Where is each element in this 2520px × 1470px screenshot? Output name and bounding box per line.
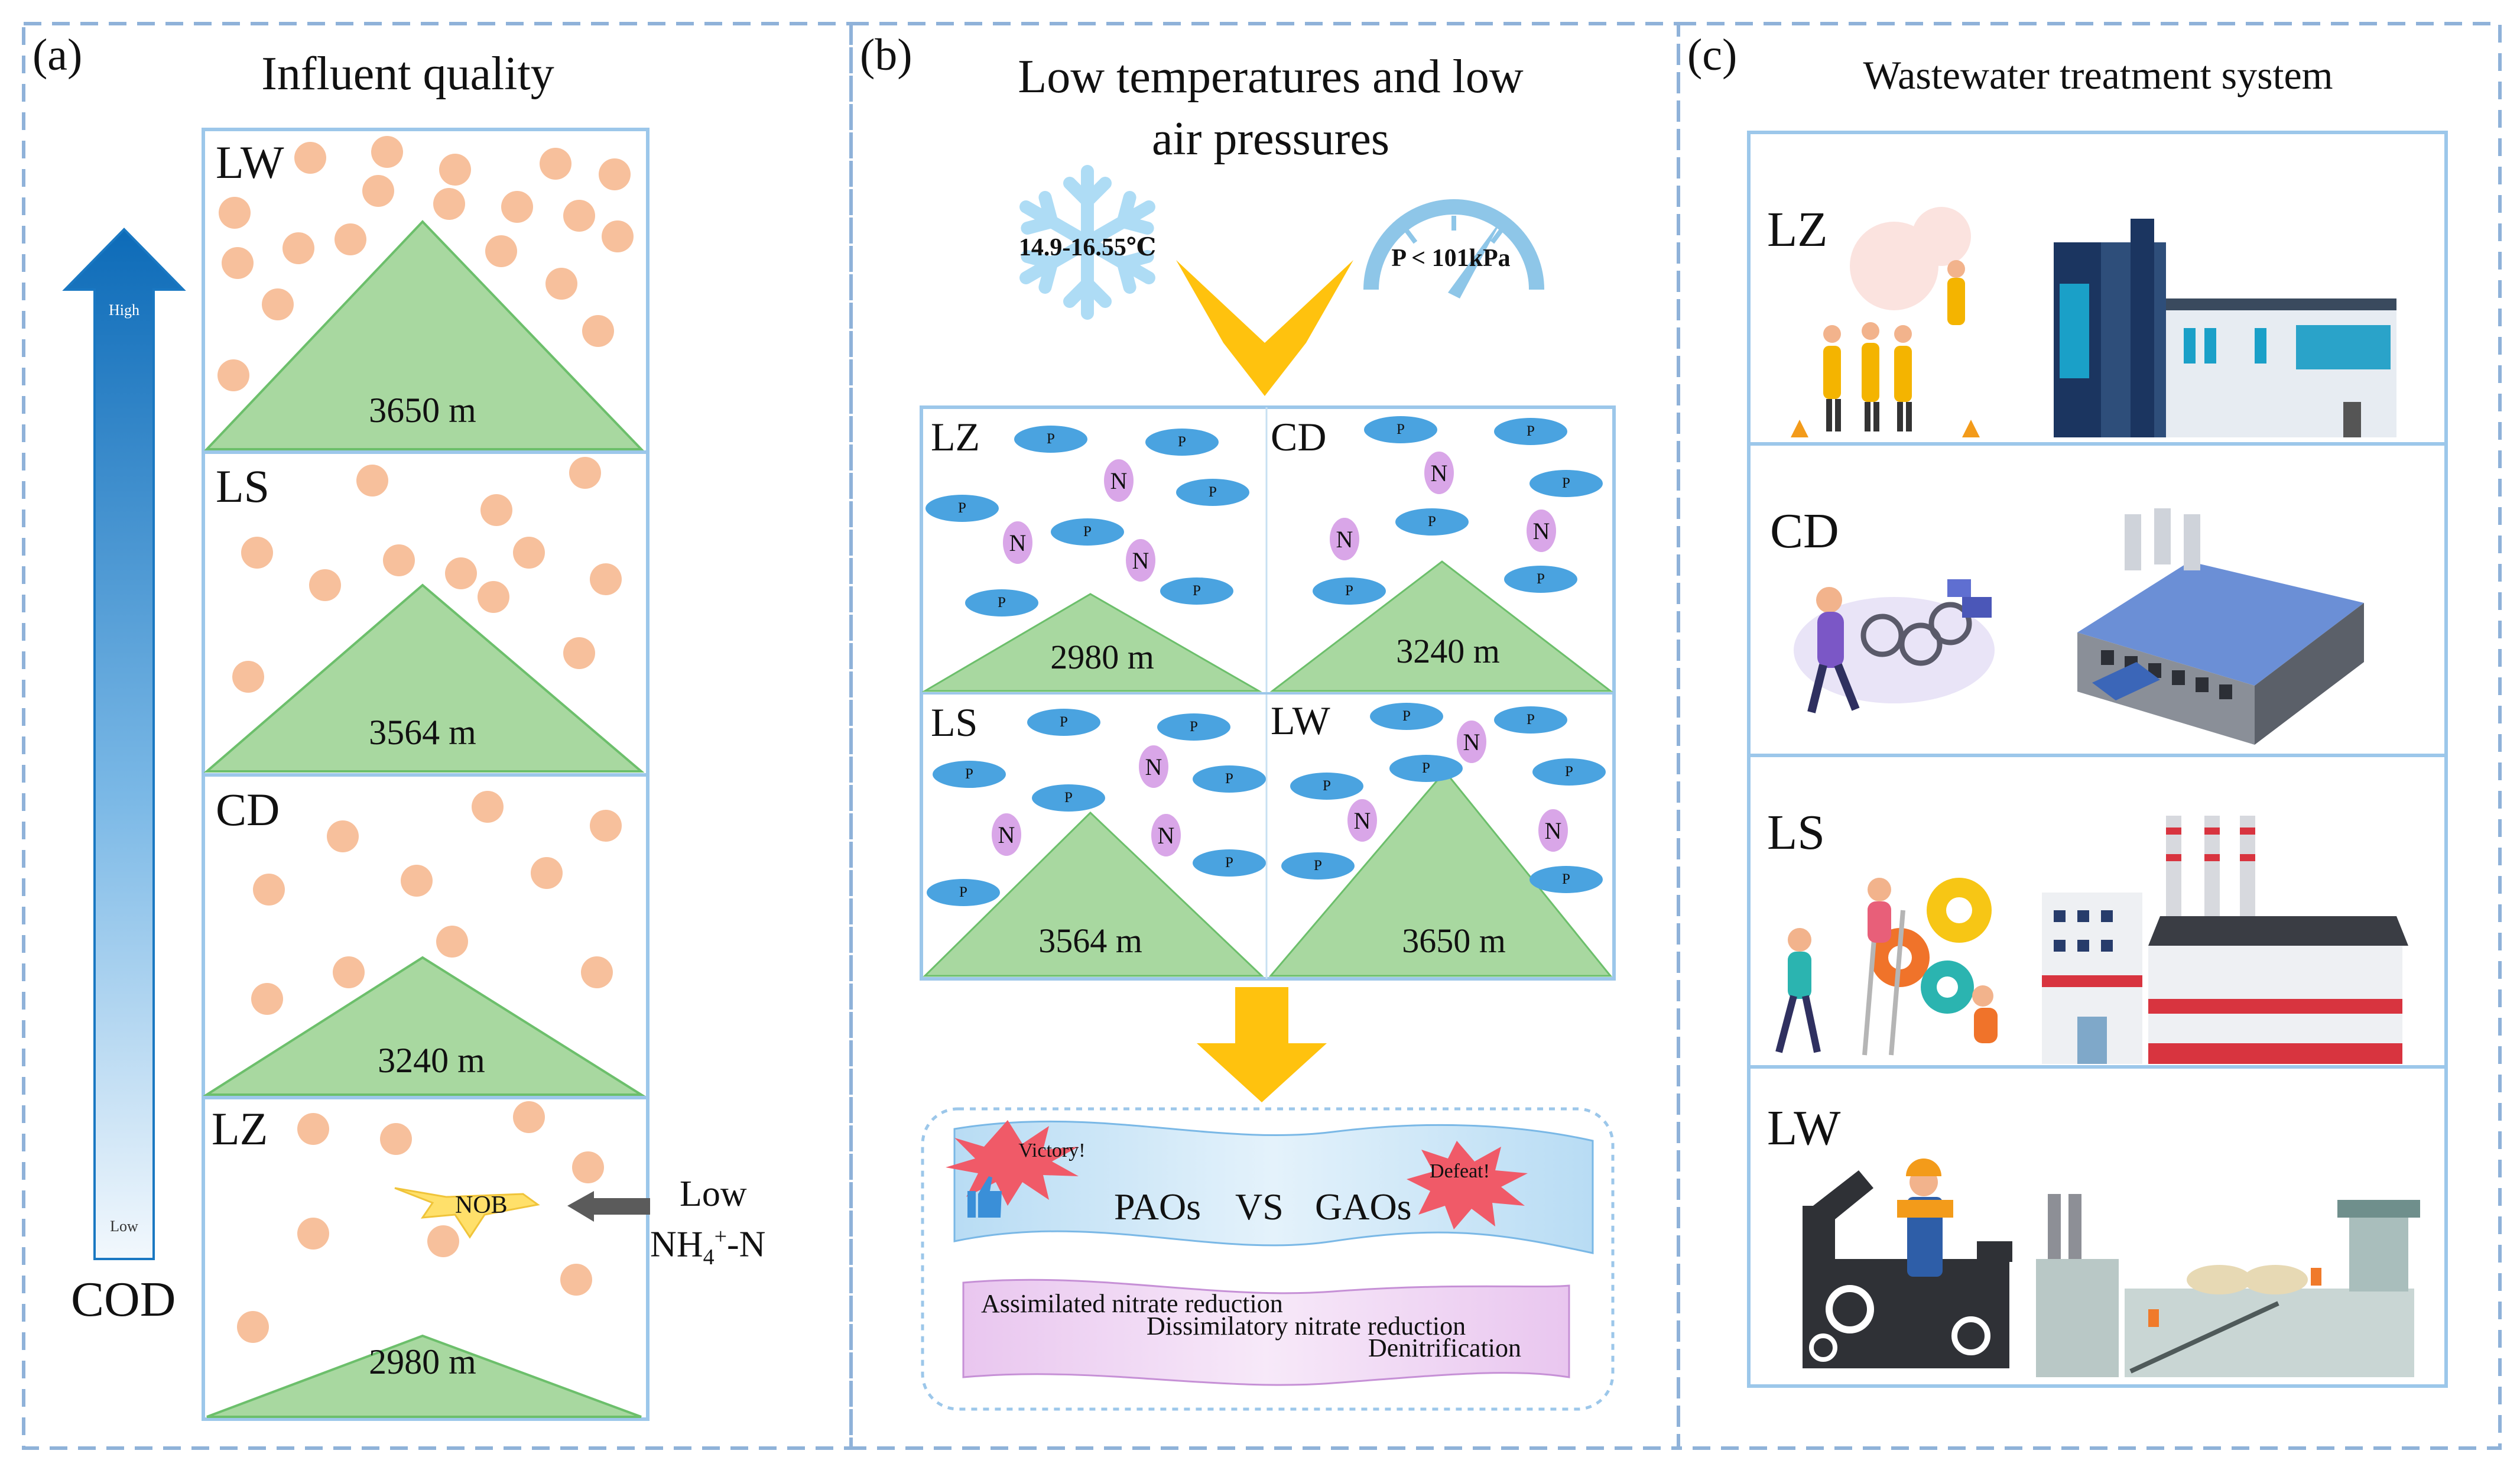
cod-arrow: [62, 228, 186, 1260]
panel-c-title: Wastewater treatment system: [1863, 53, 2333, 98]
mountain-b-ls: [923, 811, 1264, 977]
lz-building-illustration: [2054, 219, 2396, 437]
ls-factory-illustration: [2042, 816, 2408, 1064]
mountain-cd: [203, 956, 645, 1096]
paos-label: PAOs: [1114, 1186, 1201, 1228]
panel-c-frame: [1677, 22, 2502, 1450]
snowflake-icon: [1011, 165, 1164, 325]
pressure-label: P < 101kPa: [1391, 245, 1511, 272]
downward-arrow-top: [1176, 260, 1353, 396]
thumbs-up-icon: [967, 1176, 1002, 1218]
lz-workers-illustration: [1791, 207, 1980, 437]
panel-c-label: (c): [1687, 30, 1738, 80]
low-label: Low: [680, 1174, 747, 1214]
treatment-lz-label: LZ: [1767, 202, 1828, 257]
site-b-ls-altitude: 3564 m: [1038, 921, 1142, 960]
process-assimilated: Assimilated nitrate reduction: [981, 1289, 1283, 1318]
mountain-lw: [204, 220, 644, 450]
site-b-lz-label: LZ: [931, 414, 980, 459]
cd-factory-illustration: [2077, 508, 2364, 745]
defeat-label: Defeat!: [1430, 1160, 1490, 1182]
cod-low-label: Low: [110, 1218, 138, 1235]
site-b-lw-label: LW: [1271, 698, 1330, 743]
box-lw-altitude: 3650 m: [369, 391, 476, 430]
site-b-cd-altitude: 3240 m: [1396, 632, 1500, 670]
site-b-cd-label: CD: [1271, 414, 1327, 459]
mountain-ls: [203, 583, 645, 773]
nh4-text: NH: [650, 1224, 703, 1265]
site-grid: [920, 405, 1616, 981]
box-lz-altitude: 2980 m: [369, 1342, 476, 1381]
cod-high-label: High: [109, 301, 139, 319]
site-b-ls-label: LS: [931, 700, 978, 745]
box-cd-altitude: 3240 m: [378, 1041, 485, 1080]
vs-label: VS: [1235, 1186, 1284, 1228]
mountain-b-lw: [1268, 770, 1613, 977]
mountain-lz: [206, 1334, 642, 1418]
box-lz-label: LZ: [212, 1103, 268, 1154]
nob-label: NOB: [455, 1192, 508, 1219]
influent-boxes: [202, 128, 650, 1421]
low-nh4-arrow: [567, 1191, 650, 1222]
downward-arrow-bottom: [1197, 987, 1327, 1102]
nh4-n: -N: [727, 1224, 766, 1265]
treatment-system-boxes: [1747, 131, 2448, 1388]
site-b-lz-altitude: 2980 m: [1050, 638, 1154, 676]
cd-gears-illustration: [1794, 579, 1995, 713]
process-denitrification: Denitrification: [1368, 1333, 1522, 1362]
treatment-lw-label: LW: [1767, 1101, 1841, 1156]
lw-robot-illustration: [1803, 1159, 2012, 1368]
nitrate-banner: [962, 1278, 1570, 1386]
mountain-b-lz: [921, 593, 1262, 692]
victory-label: Victory!: [1018, 1140, 1086, 1161]
ls-gears-illustration: [1775, 878, 1998, 1056]
box-ls-altitude: 3564 m: [369, 713, 476, 752]
process-dissimilatory: Dissimilatory nitrate reduction: [1147, 1312, 1466, 1341]
lw-plant-illustration: [2036, 1194, 2420, 1377]
box-ls-label: LS: [216, 460, 270, 512]
particles: [217, 136, 634, 1343]
nh4-label: NH4+-N: [650, 1224, 765, 1270]
treatment-ls-label: LS: [1767, 805, 1826, 860]
panel-b-title-line1: Low temperatures and low: [1018, 51, 1524, 103]
temperature-label: 14.9-16.55℃: [1018, 234, 1157, 261]
site-b-lw-altitude: 3650 m: [1402, 921, 1506, 960]
victory-burst: [946, 1120, 1079, 1206]
panel-b-label: (b): [860, 30, 912, 80]
competition-box: [921, 1107, 1615, 1411]
panel-a-frame: [22, 22, 853, 1450]
gaos-label: GAOs: [1315, 1186, 1412, 1228]
cod-axis-label: COD: [71, 1272, 176, 1327]
box-lw-label: LW: [216, 137, 284, 188]
pressure-gauge-icon: [1363, 199, 1544, 298]
defeat-burst: [1407, 1141, 1528, 1229]
mountain-b-cd: [1269, 560, 1613, 692]
panel-a-title: Influent quality: [261, 48, 554, 100]
nh4-sub: 4: [703, 1245, 715, 1270]
nob-bolt: [394, 1187, 540, 1239]
treatment-cd-label: CD: [1770, 504, 1839, 559]
nh4-sup: +: [714, 1224, 727, 1249]
panel-b-title-line2: air pressures: [1151, 113, 1390, 165]
box-cd-label: CD: [216, 784, 280, 835]
panel-a-label: (a): [33, 30, 83, 80]
